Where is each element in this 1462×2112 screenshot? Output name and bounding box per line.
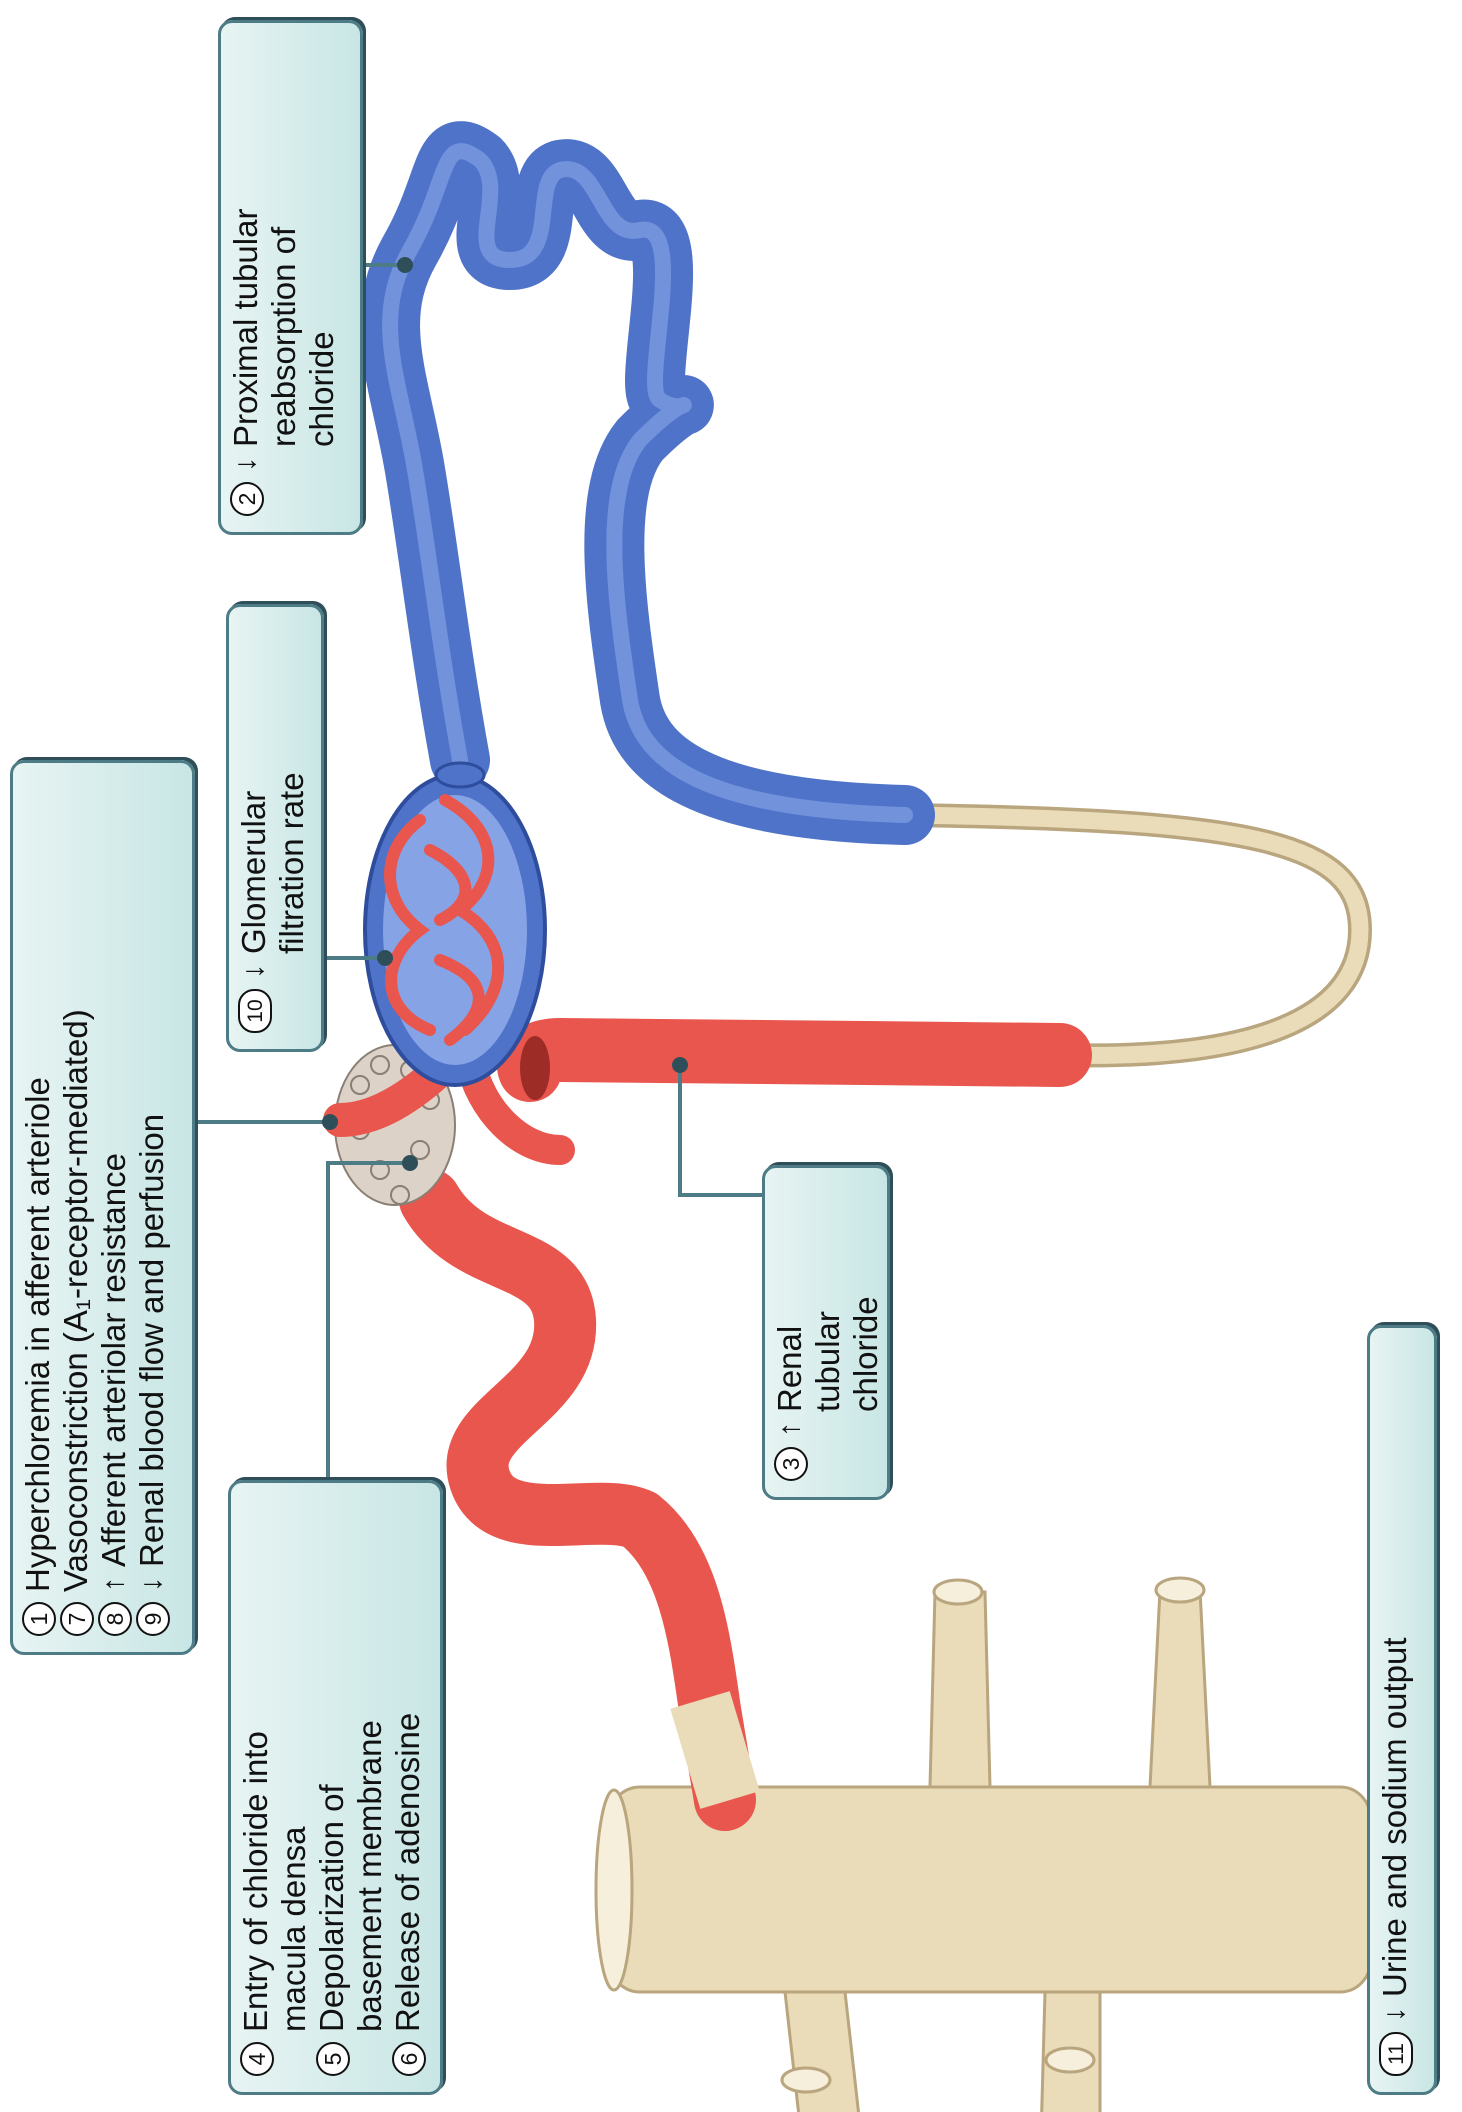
item-text: filtration rate <box>273 772 311 954</box>
item-text: chloride <box>847 1296 885 1412</box>
ascending-limb <box>529 1050 1060 1070</box>
step-number: 3 <box>774 1447 808 1481</box>
up-arrow-icon: ↑ <box>95 1577 133 1592</box>
item-2: 2 ↓ Proximal tubular reabsorption of chl… <box>227 39 341 516</box>
item-text: Hyperchloremia in afferent arteriole <box>19 1077 57 1592</box>
item-text: Urine and sodium output <box>1376 1637 1414 1997</box>
glomerulus <box>365 763 545 1085</box>
item-text: Depolarization of <box>313 1720 351 2032</box>
step-number: 1 <box>22 1602 56 1636</box>
step-number: 8 <box>98 1602 132 1636</box>
item-1: 1 Hyperchloremia in afferent arteriole <box>19 779 57 1636</box>
item-4: 4 Entry of chloride into macula densa <box>237 1499 313 2076</box>
item-7: 7 Vasoconstriction (A₁-receptor-mediated… <box>57 779 95 1636</box>
item-text: Entry of chloride into <box>237 1731 275 2032</box>
item-text: Renal <box>771 1296 809 1412</box>
label-box-afferent-effects: 1 Hyperchloremia in afferent arteriole 7… <box>10 760 195 1655</box>
item-text: Release of adenosine <box>389 1713 427 2032</box>
item-5: 5 Depolarization of basement membrane <box>313 1499 389 2076</box>
item-8: 8 ↑ Afferent arteriolar resistance <box>95 779 133 1636</box>
label-box-tubular-chloride: 3 ↑ Renal tubular chloride <box>762 1165 890 1500</box>
label-box-proximal-reabsorption: 2 ↓ Proximal tubular reabsorption of chl… <box>218 20 363 535</box>
item-text: macula densa <box>275 1731 313 2032</box>
step-number: 10 <box>238 989 272 1033</box>
step-number: 4 <box>240 2042 274 2076</box>
step-number: 7 <box>60 1602 94 1636</box>
item-text: basement membrane <box>351 1720 389 2032</box>
item-text: tubular <box>809 1296 847 1412</box>
item-9: 9 ↓ Renal blood flow and perfusion <box>133 779 171 1636</box>
label-box-gfr: 10 ↓ Glomerular filtration rate <box>226 604 324 1052</box>
label-box-urine-output: 11 ↓ Urine and sodium output <box>1367 1325 1437 2095</box>
step-number: 11 <box>1379 2032 1413 2076</box>
item-6: 6 Release of adenosine <box>389 1499 427 2076</box>
step-number: 2 <box>230 482 264 516</box>
item-text: Renal blood flow and perfusion <box>133 1114 171 1567</box>
step-number: 5 <box>316 2042 350 2076</box>
proximal-tubule <box>390 151 905 815</box>
item-text: Vasoconstriction (A₁-receptor-mediated) <box>57 1009 95 1592</box>
item-text: reabsorption of <box>265 209 303 447</box>
down-arrow-icon: ↓ <box>235 964 273 979</box>
item-text: Proximal tubular <box>227 209 265 447</box>
step-number: 9 <box>136 1602 170 1636</box>
down-arrow-icon: ↓ <box>227 457 265 472</box>
down-arrow-icon: ↓ <box>133 1577 171 1592</box>
item-11: 11 ↓ Urine and sodium output <box>1376 1344 1414 2076</box>
label-box-macula-densa: 4 Entry of chloride into macula densa 5 … <box>228 1480 443 2095</box>
item-text: Afferent arteriolar resistance <box>95 1153 133 1567</box>
up-arrow-icon: ↑ <box>771 1422 809 1437</box>
step-number: 6 <box>392 2042 426 2076</box>
down-arrow-icon: ↓ <box>1376 2007 1414 2022</box>
item-10: 10 ↓ Glomerular filtration rate <box>235 623 311 1033</box>
item-text: Glomerular <box>235 772 273 954</box>
item-3: 3 ↑ Renal tubular chloride <box>771 1184 885 1481</box>
item-text: chloride <box>303 209 341 447</box>
